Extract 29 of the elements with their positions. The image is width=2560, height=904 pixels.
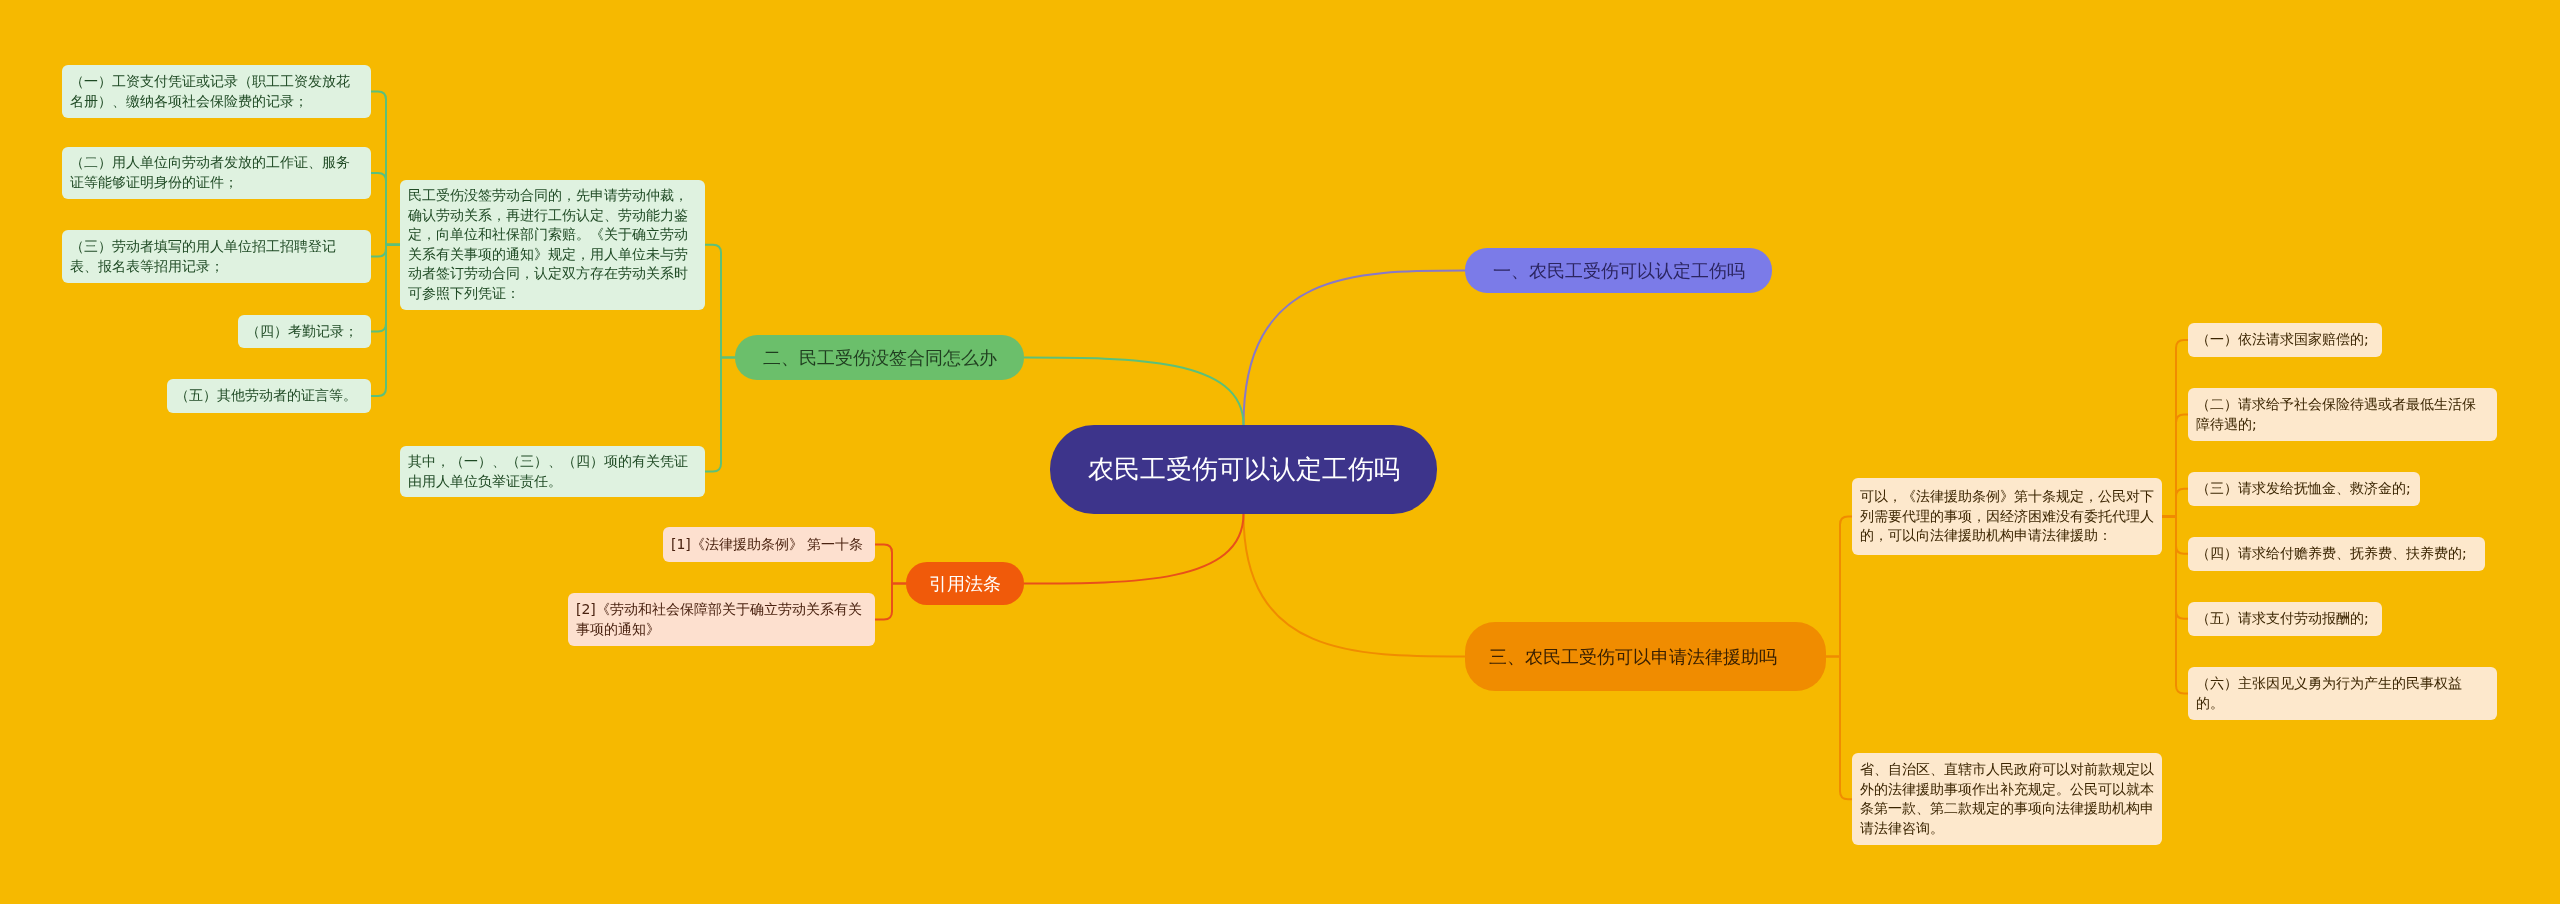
connector-line	[1242, 513, 1466, 658]
note-box: （二）用人单位向劳动者发放的工作证、服务证等能够证明身份的证件；	[62, 147, 371, 199]
subtopic-box: （四）请求给付赡养费、抚养费、扶养费的;	[2188, 537, 2485, 571]
connector-line	[874, 582, 907, 621]
note-box: （三）劳动者填写的用人单位招工招聘登记表、报名表等招用记录；	[62, 230, 371, 283]
reference-box: [2]《劳动和社会保障部关于确立劳动关系有关事项的通知》	[568, 593, 875, 647]
branch-topic: 三、农民工受伤可以申请法律援助吗	[1465, 622, 1826, 691]
connector-line	[704, 356, 736, 473]
note-box: 民工受伤没签劳动合同的，先申请劳动仲裁，确认劳动关系，再进行工伤认定、劳动能力鉴定，向单位和社保部门索赔。《关于确立劳动关系有关事项的通知》规定，用人单位未与劳动者签订劳动合同，认定双方存在劳动关系时可参照下列凭证：	[400, 180, 705, 310]
subtopic-box: （一）依法请求国家赔偿的;	[2188, 323, 2382, 357]
subtopic-box: （二）请求给予社会保险待遇或者最低生活保障待遇的;	[2188, 388, 2497, 442]
branch-topic: 引用法条	[906, 562, 1024, 606]
subtopic-box: （五）请求支付劳动报酬的;	[2188, 602, 2382, 636]
subtopic-box: 可以，《法律援助条例》第十条规定，公民对下列需要代理的事项，因经济困难没有委托代理人的，可以向法律援助机构申请法律援助：	[1852, 478, 2162, 555]
central-topic: 农民工受伤可以认定工伤吗	[1050, 425, 1437, 514]
connector-line	[1242, 269, 1466, 426]
connector-line	[1023, 513, 1245, 585]
subtopic-box: （六）主张因见义勇为行为产生的民事权益的。	[2188, 667, 2497, 721]
note-box: （四）考勤记录；	[238, 315, 371, 348]
connector-line	[1023, 356, 1245, 426]
subtopic-box: （三）请求发给抚恤金、救济金的;	[2188, 472, 2420, 506]
connector-line	[1825, 655, 1853, 801]
branch-topic: 二、民工受伤没签合同怎么办	[735, 335, 1024, 381]
note-box: （五）其他劳动者的证言等。	[167, 379, 371, 413]
subtopic-box: 省、自治区、直辖市人民政府可以对前款规定以外的法律援助事项作出补充规定。公民可以就本条第一款、第二款规定的事项向法律援助机构申请法律咨询。	[1852, 753, 2162, 846]
reference-box: [1]《法律援助条例》 第一十条	[663, 527, 875, 562]
note-box: 其中，（一）、（三）、（四）项的有关凭证由用人单位负举证责任。	[400, 446, 705, 498]
note-box: （一）工资支付凭证或记录（职工工资发放花名册）、缴纳各项社会保险费的记录；	[62, 65, 371, 118]
branch-topic: 一、农民工受伤可以认定工伤吗	[1465, 248, 1772, 294]
